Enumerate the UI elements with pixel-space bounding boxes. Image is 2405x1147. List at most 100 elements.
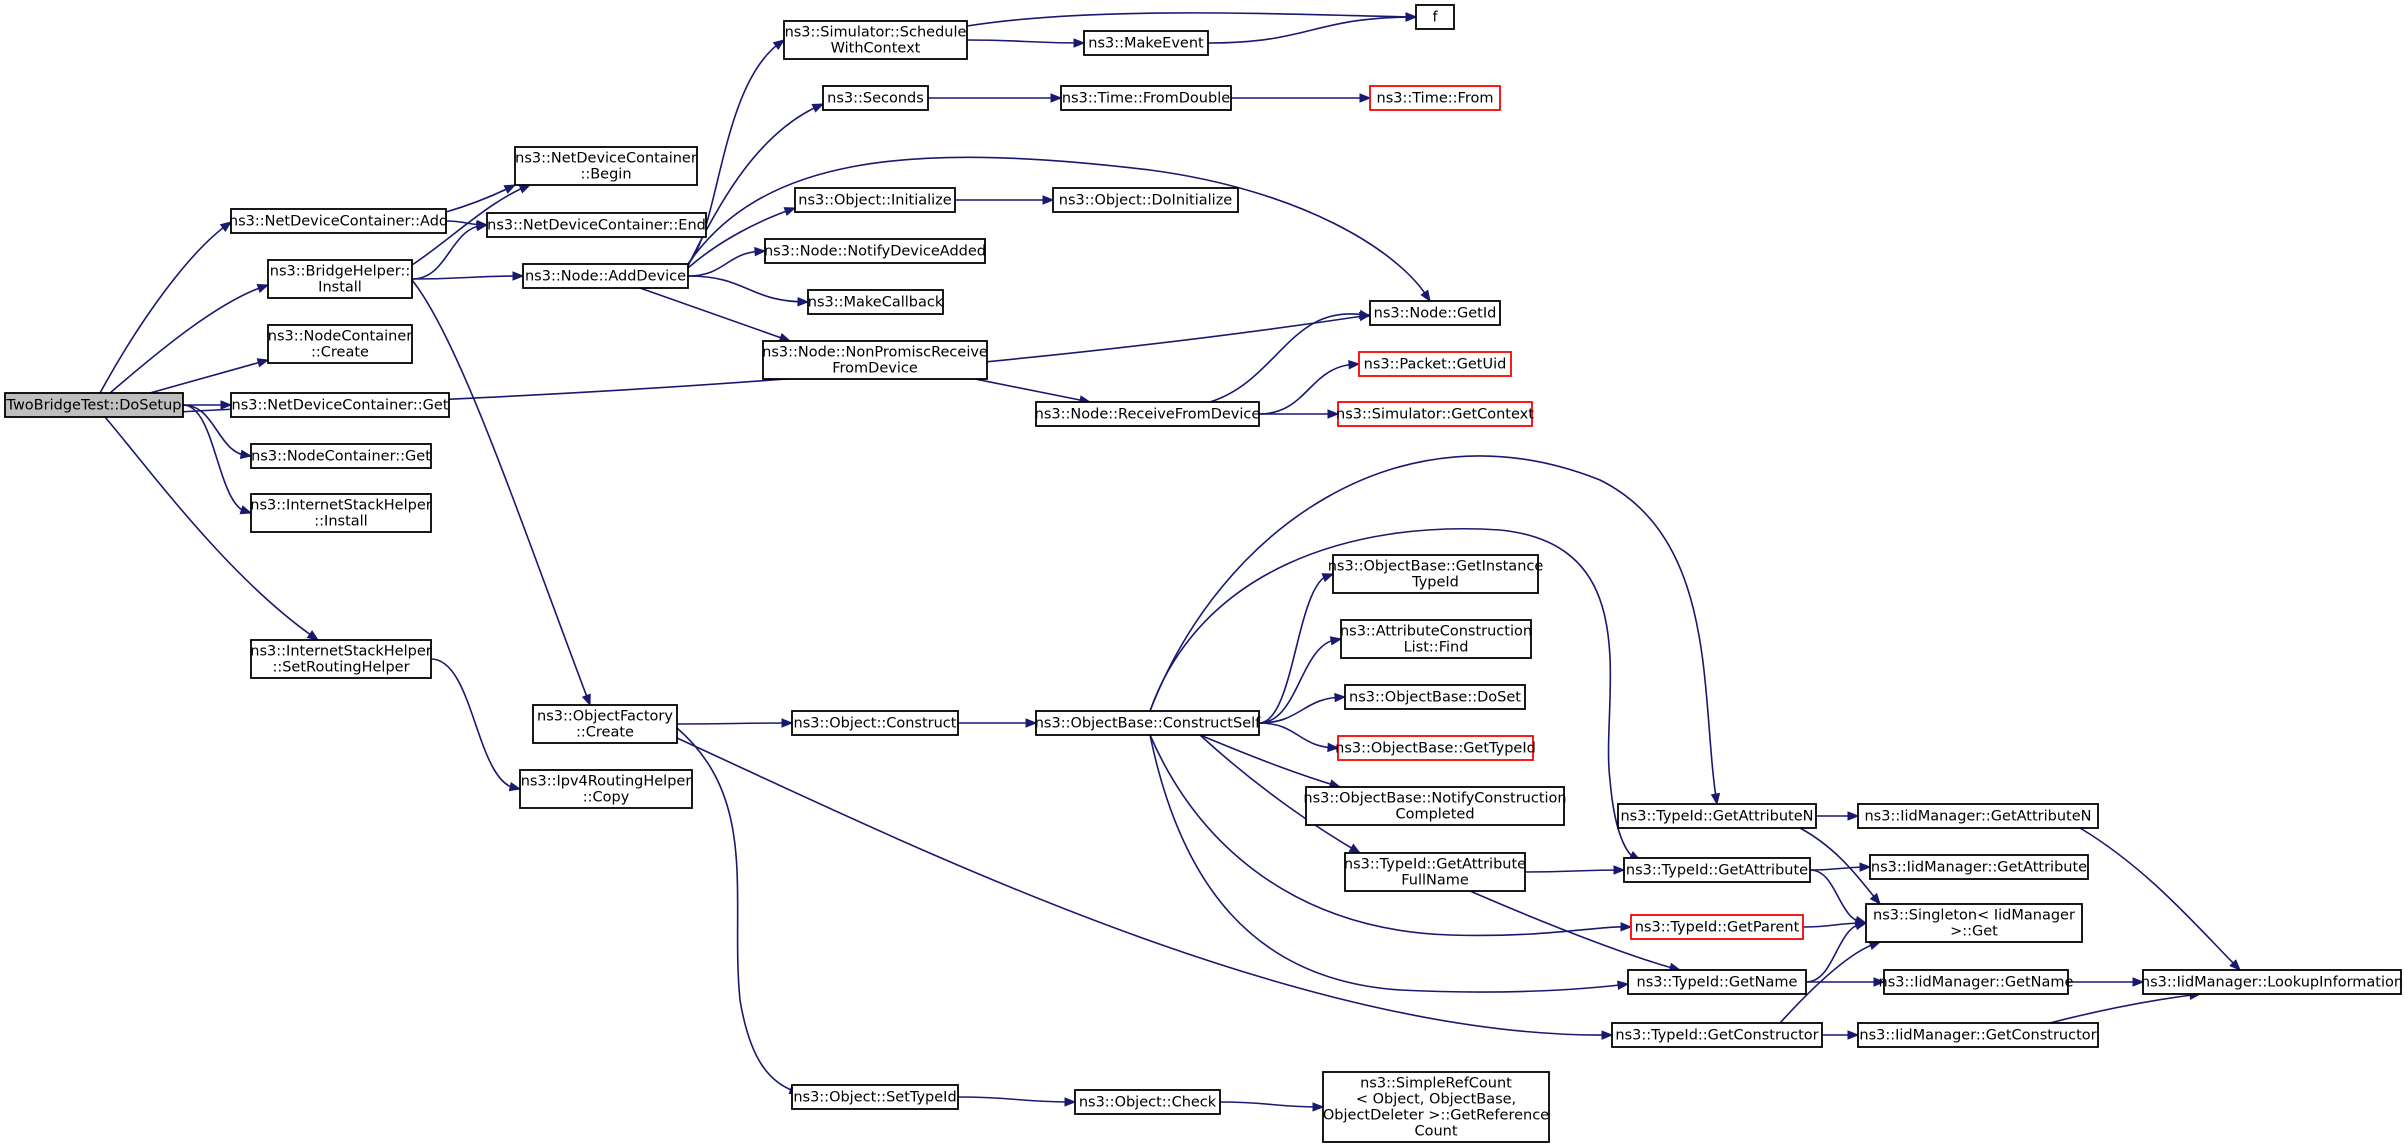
- edge-node_adddevice-to-node_notify: [687, 246, 767, 277]
- node-iid-getconstructor[interactable]: ns3::IidManager::GetConstructor: [1857, 1022, 2099, 1048]
- node-box: [1344, 852, 1526, 892]
- edge-line: [445, 184, 516, 213]
- node-node-adddevice[interactable]: ns3::Node::AddDevice: [522, 263, 689, 289]
- node-iid-getname[interactable]: ns3::IidManager::GetName: [1879, 969, 2074, 995]
- node-label-line: FromDevice: [832, 361, 918, 377]
- node-label-line: >::Get: [1950, 924, 1998, 940]
- node-ndc-get[interactable]: ns3::NetDeviceContainer::Get: [230, 392, 450, 418]
- node-simplerefcount[interactable]: ns3::SimpleRefCount< Object, ObjectBase,…: [1322, 1071, 1550, 1143]
- node-ob-constructself[interactable]: ns3::ObjectBase::ConstructSelf: [1035, 710, 1261, 736]
- node-ipv4-copy[interactable]: ns3::Ipv4RoutingHelper::Copy: [519, 769, 693, 809]
- node-node-getid[interactable]: ns3::Node::GetId: [1369, 300, 1501, 326]
- node-box: [2142, 969, 2402, 995]
- node-obj-construct[interactable]: ns3::Object::Construct: [791, 710, 959, 736]
- node-seconds[interactable]: ns3::Seconds: [822, 85, 929, 111]
- edge-line: [687, 275, 809, 303]
- node-label-line: ns3::Node::NotifyDeviceAdded: [764, 244, 986, 260]
- node-makeevent[interactable]: ns3::MakeEvent: [1083, 30, 1209, 56]
- node-obj-check[interactable]: ns3::Object::Check: [1074, 1089, 1221, 1115]
- node-box: [1083, 30, 1209, 56]
- node-tid-getname[interactable]: ns3::TypeId::GetName: [1627, 969, 1807, 995]
- node-box: [1869, 854, 2089, 880]
- node-box: [1630, 914, 1804, 940]
- node-bridge-install[interactable]: ns3::BridgeHelper::Install: [267, 259, 413, 299]
- node-iid-getattributen[interactable]: ns3::IidManager::GetAttributeN: [1857, 803, 2099, 829]
- node-tid-getattribute[interactable]: ns3::TypeId::GetAttribute: [1623, 857, 1811, 883]
- node-box: [519, 769, 693, 809]
- node-box: [486, 212, 707, 238]
- node-label-line: ns3::Object::SetTypeId: [793, 1090, 956, 1106]
- node-box: [1865, 903, 2083, 943]
- node-ndc-add[interactable]: ns3::NetDeviceContainer::Add: [229, 208, 448, 234]
- node-ndc-begin[interactable]: ns3::NetDeviceContainer::Begin: [514, 146, 698, 186]
- node-box: [250, 443, 432, 469]
- node-root[interactable]: TwoBridgeTest::DoSetup: [4, 392, 184, 418]
- node-singleton-get[interactable]: ns3::Singleton< IidManager>::Get: [1865, 903, 2083, 943]
- node-ish-setrouting[interactable]: ns3::InternetStackHelper::SetRoutingHelp…: [250, 639, 432, 679]
- edge-line: [1258, 573, 1334, 724]
- edge-arrowhead: [1710, 792, 1721, 806]
- node-packet-getuid[interactable]: ns3::Packet::GetUid: [1358, 351, 1512, 377]
- node-iid-getattribute[interactable]: ns3::IidManager::GetAttribute: [1869, 854, 2089, 880]
- node-obj-settypeid[interactable]: ns3::Object::SetTypeId: [791, 1084, 959, 1110]
- edge-arrowhead: [1025, 718, 1038, 728]
- edge-makeevent-to-f: [1207, 12, 1418, 44]
- edge-line: [1258, 696, 1346, 724]
- edge-sim_schedule-to-makeevent: [966, 38, 1086, 48]
- node-obj-doinitialize[interactable]: ns3::Object::DoInitialize: [1052, 187, 1239, 213]
- node-box: [791, 710, 959, 736]
- edge-tid_getattribute-to-singleton_get: [1809, 869, 1868, 926]
- node-label-line: ns3::NetDeviceContainer::End: [487, 218, 706, 234]
- node-ish-install[interactable]: ns3::InternetStackHelper::Install: [250, 493, 432, 533]
- node-time-from[interactable]: ns3::Time::From: [1369, 85, 1501, 111]
- node-label-line: List::Find: [1404, 640, 1469, 656]
- edge-arrowhead: [239, 449, 253, 459]
- node-tid-getattributen[interactable]: ns3::TypeId::GetAttributeN: [1617, 803, 1817, 829]
- node-ob-notifycc[interactable]: ns3::ObjectBase::NotifyConstructionCompl…: [1303, 786, 1567, 826]
- node-f[interactable]: f: [1415, 4, 1455, 30]
- edge-bridge_install-to-node_adddevice: [411, 271, 525, 281]
- node-ob-doset[interactable]: ns3::ObjectBase::DoSet: [1344, 684, 1526, 710]
- node-ob-gettypeid[interactable]: ns3::ObjectBase::GetTypeId: [1335, 735, 1536, 761]
- node-label-line: ns3::ObjectBase::DoSet: [1349, 690, 1521, 706]
- node-iid-lookup[interactable]: ns3::IidManager::LookupInformation: [2141, 969, 2403, 995]
- node-nc-create[interactable]: ns3::NodeContainer::Create: [267, 324, 413, 364]
- node-box: [1052, 187, 1239, 213]
- node-ndc-end[interactable]: ns3::NetDeviceContainer::End: [486, 212, 707, 238]
- node-sim-getcontext[interactable]: ns3::Simulator::GetContext: [1336, 401, 1534, 427]
- node-makecallback[interactable]: ns3::MakeCallback: [807, 289, 944, 315]
- edge-ob_constructself-to-ob_gettypeid: [1258, 722, 1340, 753]
- node-node-notify[interactable]: ns3::Node::NotifyDeviceAdded: [764, 238, 986, 264]
- edge-arrowhead: [1869, 892, 1881, 906]
- edge-node_adddevice-to-seconds: [687, 103, 825, 267]
- edge-line: [1149, 455, 1718, 805]
- node-box: [1337, 401, 1533, 427]
- node-objfactory-create[interactable]: ns3::ObjectFactory::Create: [532, 704, 678, 744]
- edge-tid_getattributen-to-singleton_get: [1799, 827, 1881, 906]
- node-obj-initialize[interactable]: ns3::Object::Initialize: [794, 187, 956, 213]
- node-label-line: ns3::TypeId::GetParent: [1635, 920, 1800, 936]
- node-box: [1337, 735, 1534, 761]
- node-box: [791, 1084, 959, 1110]
- edge-arrowhead: [1329, 636, 1343, 646]
- edge-arrowhead: [1847, 811, 1860, 821]
- edge-line: [2079, 827, 2241, 971]
- node-time-fromdouble[interactable]: ns3::Time::FromDouble: [1060, 85, 1232, 111]
- edge-line: [676, 737, 1613, 1036]
- node-tid-getparent[interactable]: ns3::TypeId::GetParent: [1630, 914, 1804, 940]
- edge-line: [1209, 313, 1371, 403]
- edge-arrowhead: [2229, 959, 2241, 971]
- edge-node_adddevice-to-obj_initialize: [687, 207, 797, 269]
- node-nc-get[interactable]: ns3::NodeContainer::Get: [250, 443, 432, 469]
- node-label-line: ns3::MakeCallback: [808, 295, 944, 311]
- node-box: [1340, 619, 1532, 659]
- edge-line: [966, 12, 1417, 27]
- edge-arrowhead: [1359, 93, 1372, 103]
- node-tid-getconstructor[interactable]: ns3::TypeId::GetConstructor: [1611, 1022, 1823, 1048]
- node-node-receive[interactable]: ns3::Node::ReceiveFromDevice: [1035, 401, 1261, 427]
